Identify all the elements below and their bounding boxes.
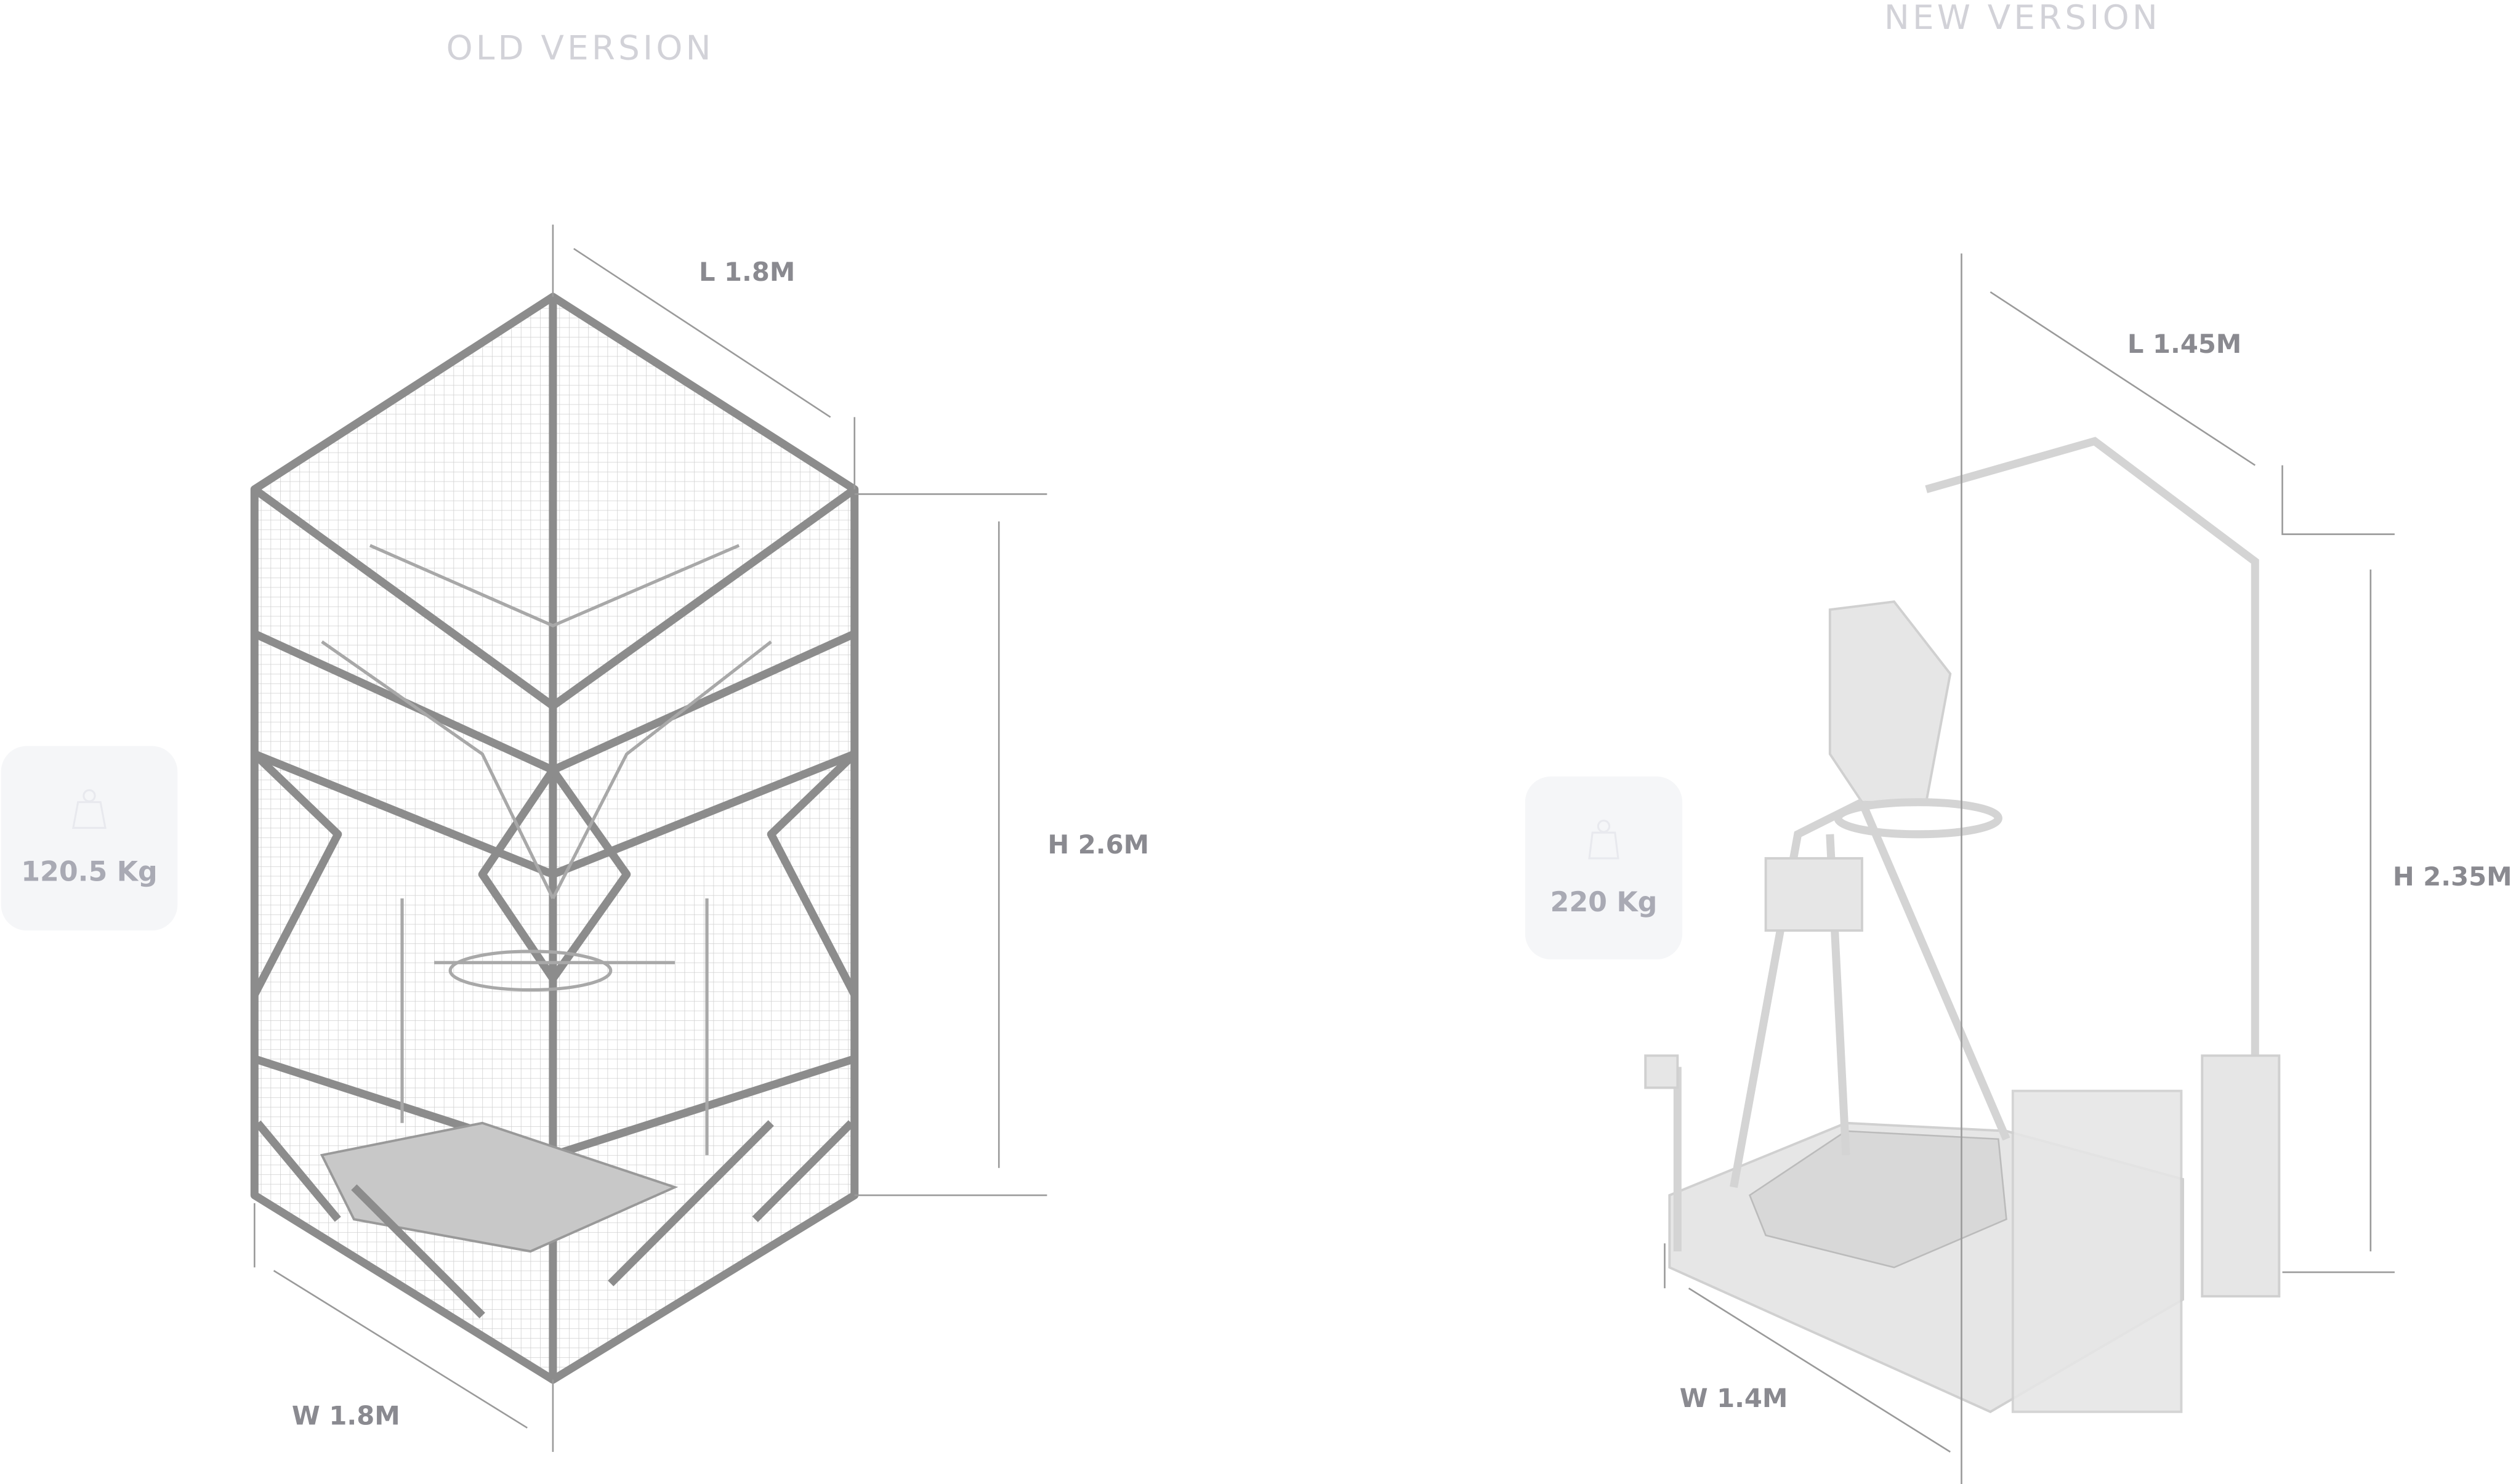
weight-icon	[1588, 820, 1619, 860]
weight-icon	[72, 789, 107, 829]
new-dimensions: L 1.45M H 2.35M W 1.4M	[1664, 253, 2512, 1484]
new-width-label: W 1.4M	[1680, 1383, 1788, 1413]
new-width-line	[1688, 1288, 1951, 1453]
new-weight-badge: 220 Kg	[1525, 776, 1683, 960]
old-length-line	[573, 248, 831, 418]
old-width-label: W 1.8M	[292, 1401, 400, 1431]
old-machine-illustration	[250, 292, 859, 1384]
new-version-title: NEW VERSION	[1884, 0, 2161, 37]
new-height-label: H 2.35M	[2393, 861, 2512, 892]
new-machine-illustration	[1644, 437, 2281, 1413]
old-weight-badge: 120.5 Kg	[1, 746, 178, 931]
old-dimensions: L 1.8M H 2.6M W 1.8M	[254, 224, 1149, 1452]
new-length-line	[1990, 291, 2256, 466]
old-version-title: OLD VERSION	[446, 28, 714, 67]
old-width-line	[273, 1270, 528, 1429]
new-weight-value: 220 Kg	[1550, 887, 1658, 918]
old-length-label: L 1.8M	[699, 257, 795, 287]
old-height-label: H 2.6M	[1047, 829, 1149, 860]
new-length-label: L 1.45M	[2127, 329, 2241, 359]
old-weight-value: 120.5 Kg	[21, 856, 158, 887]
